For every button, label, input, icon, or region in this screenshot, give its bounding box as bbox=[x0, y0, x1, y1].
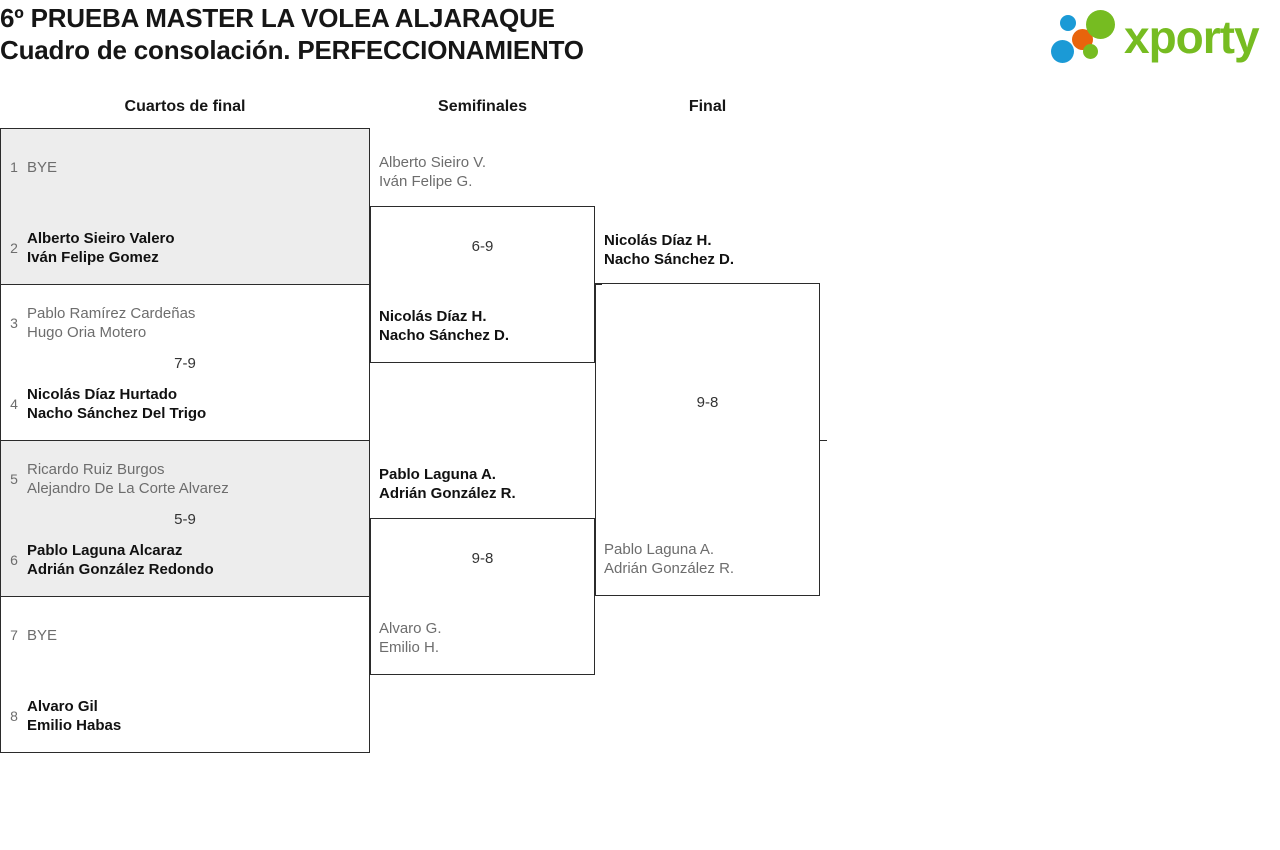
match-quarterfinal-4[interactable]: 7 BYE 8 Alvaro Gil Emilio Habas bbox=[0, 596, 370, 753]
player-name-2: Hugo Oria Motero bbox=[27, 324, 147, 341]
player-name-1: Alvaro Gil bbox=[27, 698, 98, 715]
seed-number: 6 bbox=[10, 552, 18, 568]
logo-wordmark: xporty bbox=[1124, 11, 1260, 63]
seed-number: 7 bbox=[10, 627, 18, 643]
team-name: Alvaro Gil Emilio Habas bbox=[27, 697, 121, 735]
match-slot-bottom[interactable]: Pablo Laguna A. Adrián González R. bbox=[596, 534, 819, 584]
bye-label: BYE bbox=[27, 626, 58, 644]
team-name: Nicolás Díaz Hurtado Nacho Sánchez Del T… bbox=[27, 385, 206, 423]
player-name-2: Alejandro De La Corte Alvarez bbox=[27, 480, 229, 497]
round-header-final: Final bbox=[688, 98, 727, 115]
player-name-2: Iván Felipe Gomez bbox=[27, 249, 159, 266]
match-semifinal-1[interactable]: Alberto Sieiro V. Iván Felipe G. Nicolás… bbox=[370, 154, 595, 363]
xporty-logo[interactable]: xporty bbox=[1048, 6, 1276, 68]
player-name-1: Pablo Ramírez Cardeñas bbox=[27, 305, 196, 322]
match-score: 6-9 bbox=[471, 238, 494, 255]
player-name-2: Emilio Habas bbox=[27, 717, 122, 734]
player-name-2: Emilio H. bbox=[379, 639, 440, 656]
player-name-1: Alvaro G. bbox=[379, 620, 442, 637]
match-score: 9-8 bbox=[471, 550, 494, 567]
player-name-2: Adrián González R. bbox=[379, 485, 516, 502]
team-name: Pablo Ramírez Cardeñas Hugo Oria Motero bbox=[27, 304, 195, 342]
player-name-1: Pablo Laguna A. bbox=[379, 466, 496, 483]
connector-semifinal-2-to-final bbox=[595, 595, 602, 596]
player-name-1: Ricardo Ruiz Burgos bbox=[27, 461, 165, 478]
title-line-2: Cuadro de consolación. PERFECCIONAMIENTO bbox=[0, 35, 584, 65]
player-name-1: Alberto Sieiro Valero bbox=[27, 230, 175, 247]
match-slot-bottom[interactable]: Alvaro G. Emilio H. bbox=[371, 613, 594, 663]
logo-dot-green-small-icon bbox=[1083, 44, 1098, 59]
match-slot-top[interactable]: 3 Pablo Ramírez Cardeñas Hugo Oria Moter… bbox=[1, 298, 369, 348]
team-name: Alvaro G. Emilio H. bbox=[371, 619, 442, 657]
player-name-1: Alberto Sieiro V. bbox=[379, 154, 487, 171]
match-slot-bottom[interactable]: 4 Nicolás Díaz Hurtado Nacho Sánchez Del… bbox=[1, 379, 369, 429]
match-score: 9-8 bbox=[696, 394, 719, 411]
match-slot-bottom[interactable]: 2 Alberto Sieiro Valero Iván Felipe Gome… bbox=[1, 223, 369, 273]
match-quarterfinal-1[interactable]: 1 BYE 2 Alberto Sieiro Valero Iván Felip… bbox=[0, 128, 370, 285]
round-header-quarterfinals: Cuartos de final bbox=[124, 98, 246, 115]
match-slot-top[interactable]: Nicolás Díaz H. Nacho Sánchez D. bbox=[596, 225, 819, 275]
seed-number: 4 bbox=[10, 396, 18, 412]
seed-number: 5 bbox=[10, 471, 18, 487]
player-name-1: Nicolás Díaz H. bbox=[604, 232, 712, 249]
seed-number: 2 bbox=[10, 240, 18, 256]
match-slot-bottom[interactable]: 6 Pablo Laguna Alcaraz Adrián González R… bbox=[1, 535, 369, 585]
logo-dot-green-large-icon bbox=[1086, 10, 1115, 39]
match-score: 5-9 bbox=[174, 511, 196, 528]
team-name: Alberto Sieiro Valero Iván Felipe Gomez bbox=[27, 229, 175, 267]
player-name-2: Nacho Sánchez Del Trigo bbox=[27, 405, 207, 422]
seed-number: 1 bbox=[10, 159, 18, 175]
round-header-semifinals: Semifinales bbox=[438, 98, 527, 115]
connector-final-out bbox=[820, 440, 827, 441]
match-quarterfinal-2[interactable]: 3 Pablo Ramírez Cardeñas Hugo Oria Moter… bbox=[0, 284, 370, 441]
team-name: Alberto Sieiro V. Iván Felipe G. bbox=[371, 153, 486, 191]
player-name-2: Nacho Sánchez D. bbox=[379, 327, 510, 344]
match-slot-top[interactable]: 7 BYE bbox=[1, 610, 369, 660]
team-name: Nicolás Díaz H. Nacho Sánchez D. bbox=[596, 231, 734, 269]
player-name-2: Nacho Sánchez D. bbox=[604, 251, 735, 268]
team-name: Pablo Laguna Alcaraz Adrián González Red… bbox=[27, 541, 214, 579]
match-score: 7-9 bbox=[174, 355, 196, 372]
logo-dots-icon bbox=[1048, 8, 1126, 66]
seed-number: 8 bbox=[10, 708, 18, 724]
match-slot-top[interactable]: 5 Ricardo Ruiz Burgos Alejandro De La Co… bbox=[1, 454, 369, 504]
player-name-1: Pablo Laguna Alcaraz bbox=[27, 542, 183, 559]
match-slot-top[interactable]: 1 BYE bbox=[1, 142, 369, 192]
match-final[interactable]: Nicolás Díaz H. Nacho Sánchez D. Pablo L… bbox=[595, 232, 820, 596]
player-name-1: Nicolás Díaz H. bbox=[379, 308, 487, 325]
match-quarterfinal-3[interactable]: 5 Ricardo Ruiz Burgos Alejandro De La Co… bbox=[0, 440, 370, 597]
match-slot-bottom[interactable]: 8 Alvaro Gil Emilio Habas bbox=[1, 691, 369, 741]
bye-label: BYE bbox=[27, 158, 58, 176]
player-name-2: Adrián González R. bbox=[604, 560, 735, 577]
match-slot-top[interactable]: Pablo Laguna A. Adrián González R. bbox=[371, 459, 594, 509]
match-slot-bottom[interactable]: Nicolás Díaz H. Nacho Sánchez D. bbox=[371, 301, 594, 351]
player-name-1: Nicolás Díaz Hurtado bbox=[27, 386, 178, 403]
tournament-title: 6º PRUEBA MASTER LA VOLEA ALJARAQUE Cuad… bbox=[0, 2, 1020, 66]
seed-number: 3 bbox=[10, 315, 18, 331]
team-name: Pablo Laguna A. Adrián González R. bbox=[596, 540, 734, 578]
team-name: Nicolás Díaz H. Nacho Sánchez D. bbox=[371, 307, 509, 345]
match-semifinal-2[interactable]: Pablo Laguna A. Adrián González R. Alvar… bbox=[370, 466, 595, 675]
logo-dot-blue-large-icon bbox=[1051, 40, 1074, 63]
logo-dot-blue-small-icon bbox=[1060, 15, 1076, 31]
player-name-1: Pablo Laguna A. bbox=[604, 541, 715, 558]
team-name: Pablo Laguna A. Adrián González R. bbox=[371, 465, 516, 503]
title-line-1: 6º PRUEBA MASTER LA VOLEA ALJARAQUE bbox=[0, 3, 555, 33]
player-name-2: Adrián González Redondo bbox=[27, 561, 214, 578]
connector-semifinal-1-to-final bbox=[595, 284, 602, 285]
team-name: Ricardo Ruiz Burgos Alejandro De La Cort… bbox=[27, 460, 229, 498]
player-name-2: Iván Felipe G. bbox=[379, 173, 473, 190]
match-slot-top[interactable]: Alberto Sieiro V. Iván Felipe G. bbox=[371, 147, 594, 197]
